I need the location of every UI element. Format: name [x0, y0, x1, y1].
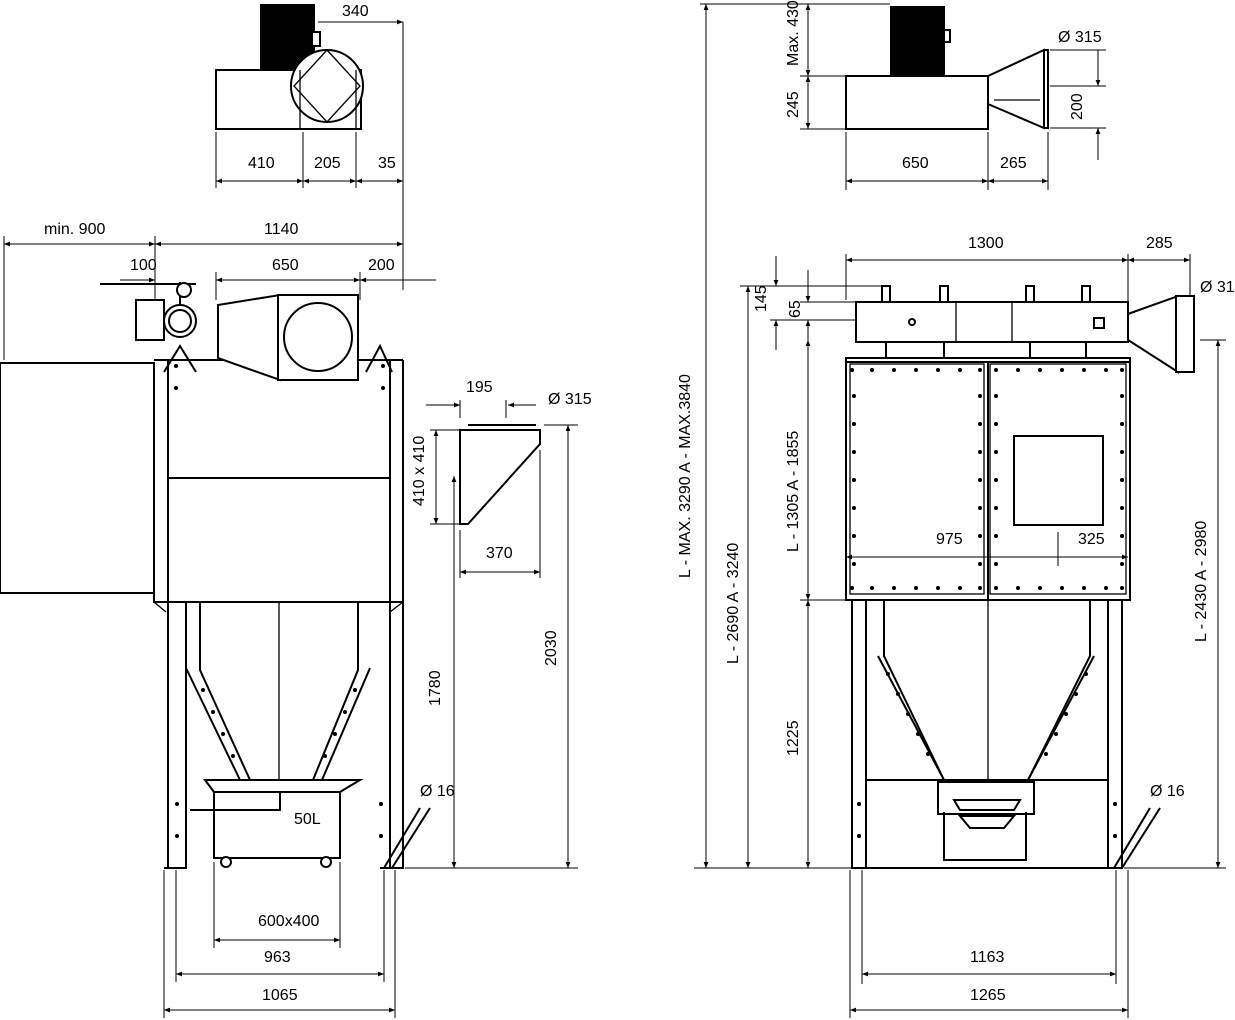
bin-label: 50L [294, 811, 321, 828]
dim-2030: 2030 [543, 630, 560, 666]
filter-body-right [845, 285, 1195, 869]
dim-2980: L - 2430 A - 2980 [1193, 521, 1210, 642]
dim-1163: 1163 [970, 949, 1005, 966]
dim-410x410: 410 x 410 [411, 436, 428, 506]
dim-1265: 1265 [970, 987, 1006, 1004]
dim-200-right: 200 [1069, 93, 1086, 120]
dim-285: 285 [1146, 235, 1173, 252]
dim-1140: 1140 [264, 221, 299, 238]
dim-205: 205 [314, 155, 341, 172]
dim-65: 65 [787, 300, 804, 318]
dim-370: 370 [486, 545, 513, 562]
right-view: Max. 430 245 Ø 315 200 650 265 1300 285 … [677, 0, 1235, 1018]
dim-top-dia: Ø 315 [1058, 29, 1102, 46]
dim-340: 340 [342, 3, 369, 20]
dim-265: 265 [1000, 155, 1027, 172]
dim-963: 963 [264, 949, 291, 966]
fan-side-right [845, 6, 1049, 130]
dim-max-430: Max. 430 [785, 0, 802, 66]
panel-bolts [850, 368, 1124, 838]
dim-245: 245 [785, 91, 802, 118]
dim-1225: 1225 [785, 720, 802, 756]
dim-1780: 1780 [427, 670, 444, 706]
dim-35: 35 [378, 155, 396, 172]
right-dimensions [694, 3, 1226, 1018]
dim-total-height: L - MAX. 3290 A - MAX.3840 [677, 374, 694, 578]
dim-1855: L - 1305 A - 1855 [785, 431, 802, 552]
dim-410-top: 410 [248, 155, 275, 172]
dim-outlet-dia: Ø 315 [1200, 279, 1235, 296]
dim-1065: 1065 [262, 987, 298, 1004]
dim-leg-dia-left: Ø 16 [420, 783, 455, 800]
dim-975: 975 [936, 531, 963, 548]
dim-1300: 1300 [968, 235, 1004, 252]
dim-leg-dia-right: Ø 16 [1150, 783, 1185, 800]
dim-650-right: 650 [902, 155, 929, 172]
dim-200-left: 200 [368, 257, 395, 274]
dim-325: 325 [1078, 531, 1105, 548]
dim-inlet-dia: Ø 315 [548, 391, 592, 408]
left-view: 340 410 205 35 min. 900 1140 100 650 200… [0, 3, 592, 1018]
dim-600x400: 600x400 [258, 913, 319, 930]
dim-145: 145 [753, 285, 770, 312]
dim-195: 195 [466, 379, 493, 396]
filter-body-left [0, 282, 541, 869]
dim-min-900: min. 900 [44, 221, 105, 238]
fan-plan-left [215, 4, 364, 130]
dim-100: 100 [130, 257, 157, 274]
dim-650-left: 650 [272, 257, 299, 274]
dim-2690: L - 2690 A - 3240 [725, 543, 742, 664]
left-dimensions [3, 19, 578, 1018]
